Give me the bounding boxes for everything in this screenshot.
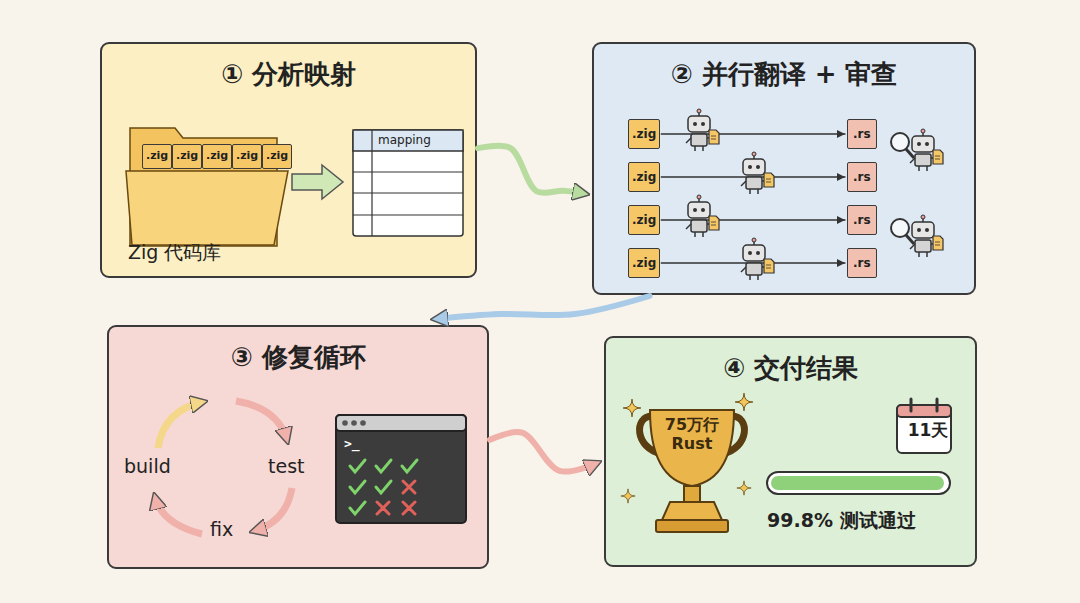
- calendar: 11天: [895, 397, 961, 455]
- file-icon: .zig: [628, 119, 660, 149]
- term-outline: [335, 414, 467, 524]
- flow-arrow: [292, 165, 343, 199]
- cycle-step: fix: [210, 518, 233, 540]
- cycle-arrow: [236, 401, 287, 440]
- file-label: .zig: [266, 149, 288, 162]
- file-label: .zig: [176, 149, 198, 162]
- table-header: mapping: [378, 132, 472, 148]
- file-icon: .zig: [202, 144, 232, 169]
- sparkle: [735, 393, 753, 411]
- translator-robot: [741, 152, 774, 194]
- cycle-arrow: [155, 497, 202, 534]
- file-label: .zig: [632, 256, 656, 270]
- step-panel: ③ 修复循环 >_: [107, 325, 489, 569]
- connector: [661, 176, 845, 177]
- file-icon: .rs: [847, 205, 877, 235]
- folder-back: [130, 128, 277, 246]
- file-label: .zig: [146, 149, 168, 162]
- trophy: 75万行 Rust: [632, 402, 752, 537]
- translator-robot: [686, 195, 719, 237]
- file-label: .zig: [632, 213, 656, 227]
- file-icon: .rs: [847, 119, 877, 149]
- cycle-step: build: [124, 455, 171, 477]
- terminal-prompt: >_: [344, 436, 475, 452]
- file-icon: .zig: [232, 144, 262, 169]
- connector: [661, 133, 845, 134]
- connector: [436, 296, 650, 319]
- file-icon: .rs: [847, 162, 877, 192]
- file-icon: .zig: [172, 144, 202, 169]
- file-icon: .zig: [628, 162, 660, 192]
- folder-front: [126, 171, 288, 245]
- progress-track: [767, 472, 950, 494]
- mapping-table: mapping: [352, 129, 472, 237]
- file-label: .rs: [853, 213, 871, 227]
- panel-title: ④ 交付结果: [606, 352, 975, 384]
- step-panel: ② 并行翻译 + 审查 .zig .rs .zig .rs .zig .rs .zig .rs: [592, 42, 976, 295]
- calendar-text: 11天: [895, 397, 961, 440]
- translator-robot: [686, 109, 719, 151]
- file-label: .rs: [853, 170, 871, 184]
- file-icon: .zig: [628, 248, 660, 278]
- panel-title: ③ 修复循环: [109, 341, 487, 373]
- sparkle: [737, 481, 751, 495]
- file-label: .zig: [632, 170, 656, 184]
- file-label: .zig: [632, 127, 656, 141]
- step-panel: ④ 交付结果 75万行 Rust 11天: [604, 336, 977, 567]
- file-label: .zig: [236, 149, 258, 162]
- cycle-step: test: [268, 455, 305, 477]
- file-label: .zig: [206, 149, 228, 162]
- sparkle: [623, 399, 641, 417]
- panel-title: ① 分析映射: [102, 58, 475, 90]
- file-icon: .zig: [628, 205, 660, 235]
- file-icon: .zig: [142, 144, 172, 169]
- reviewer-robot: [891, 215, 943, 257]
- connector: [478, 146, 585, 194]
- progress-fill: [771, 476, 944, 490]
- file-label: .rs: [853, 127, 871, 141]
- folder-caption: Zig 代码库: [128, 240, 221, 266]
- connector: [661, 262, 845, 263]
- pass-rate: 99.8% 测试通过: [767, 508, 916, 534]
- reviewer-robot: [891, 129, 943, 171]
- connector: [661, 219, 845, 220]
- connector: [490, 432, 597, 471]
- cycle-arrow: [254, 488, 292, 531]
- panel-title: ② 并行翻译 + 审查: [594, 58, 974, 90]
- terminal-window: >_: [335, 414, 475, 524]
- translator-robot: [741, 238, 774, 280]
- file-icon: .rs: [847, 248, 877, 278]
- sparkle: [621, 489, 635, 503]
- file-icon: .zig: [262, 144, 292, 169]
- trophy-text: 75万行 Rust: [659, 415, 725, 453]
- file-label: .rs: [853, 256, 871, 270]
- cycle-arrow: [158, 402, 203, 448]
